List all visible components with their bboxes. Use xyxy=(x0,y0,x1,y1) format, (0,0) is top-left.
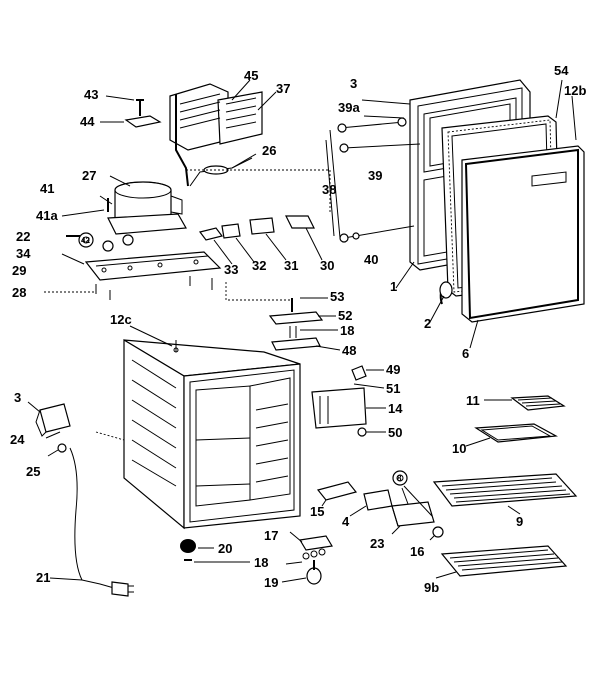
label-34: 34 xyxy=(16,246,31,261)
switch-box-24 xyxy=(27,401,71,439)
ice-tray-11 xyxy=(484,395,566,411)
label-32: 32 xyxy=(252,258,266,273)
relay-parts xyxy=(198,215,323,265)
label-31: 31 xyxy=(284,258,298,273)
label-23: 23 xyxy=(370,536,384,551)
label-17: 17 xyxy=(264,528,278,543)
label-28: 28 xyxy=(12,285,26,300)
label-26: 26 xyxy=(262,143,276,158)
screw-18b xyxy=(184,559,250,563)
leveling-parts xyxy=(281,531,333,585)
label-19: 19 xyxy=(264,575,278,590)
label-52: 52 xyxy=(338,308,352,323)
label-10: 10 xyxy=(452,441,466,456)
label-24: 24 xyxy=(10,432,25,447)
bracket-15 xyxy=(316,481,358,507)
box-23 xyxy=(391,470,435,535)
bracket-4 xyxy=(349,489,393,517)
label-49: 49 xyxy=(386,362,400,377)
door-panel-6 xyxy=(461,145,585,323)
label-1: 1 xyxy=(390,279,397,294)
label-45: 45 xyxy=(244,68,258,83)
label-42: 42 xyxy=(81,236,90,245)
foot-20 xyxy=(180,539,214,553)
label-20: 20 xyxy=(218,541,232,556)
label-18-bottom: 18 xyxy=(254,555,268,570)
label-9: 9 xyxy=(516,514,523,529)
label-37: 37 xyxy=(276,81,290,96)
label-25: 25 xyxy=(26,464,40,479)
door-gasket-2 xyxy=(429,281,453,323)
label-43: 43 xyxy=(84,87,98,102)
cabinet-body xyxy=(123,325,301,530)
label-8: 8 xyxy=(397,474,402,483)
mounting-plate-29 xyxy=(61,251,222,281)
thermostat-parts xyxy=(268,297,341,351)
label-29: 29 xyxy=(12,263,26,278)
control-parts xyxy=(311,365,386,437)
label-48: 48 xyxy=(342,343,356,358)
label-18-top: 18 xyxy=(340,323,354,338)
label-50: 50 xyxy=(388,425,402,440)
label-21: 21 xyxy=(36,570,50,585)
label-15: 15 xyxy=(310,504,324,519)
label-39: 39 xyxy=(368,168,382,183)
label-3-top: 3 xyxy=(350,76,357,91)
label-51: 51 xyxy=(386,381,400,396)
label-33: 33 xyxy=(224,262,238,277)
label-22: 22 xyxy=(16,229,30,244)
label-41: 41 xyxy=(40,181,54,196)
shelf-9 xyxy=(432,473,578,515)
label-44: 44 xyxy=(80,114,95,129)
label-39a: 39a xyxy=(338,100,360,115)
hinge-rods-39-40 xyxy=(325,99,421,243)
drip-tray-10 xyxy=(465,423,558,447)
knob-16 xyxy=(429,526,444,541)
label-9b: 9b xyxy=(424,580,439,595)
bracket-44 xyxy=(100,115,162,128)
label-27: 27 xyxy=(82,168,96,183)
label-12c: 12c xyxy=(110,312,132,327)
evaporator-assembly xyxy=(169,79,277,187)
shelf-9b xyxy=(435,545,568,579)
cord-21 xyxy=(47,443,134,597)
label-14: 14 xyxy=(388,401,403,416)
label-4: 4 xyxy=(342,514,350,529)
screw-43 xyxy=(105,95,144,116)
label-6: 6 xyxy=(462,346,469,361)
label-54: 54 xyxy=(554,63,569,78)
label-30: 30 xyxy=(320,258,334,273)
compressor-base-parts xyxy=(61,195,187,252)
label-16: 16 xyxy=(410,544,424,559)
label-38: 38 xyxy=(322,182,336,197)
label-3-left: 3 xyxy=(14,390,21,405)
label-12b: 12b xyxy=(564,83,586,98)
label-11: 11 xyxy=(466,393,480,408)
label-2: 2 xyxy=(424,316,431,331)
label-41a: 41a xyxy=(36,208,58,223)
screws-28 xyxy=(44,276,213,300)
label-53: 53 xyxy=(330,289,344,304)
label-40: 40 xyxy=(364,252,378,267)
